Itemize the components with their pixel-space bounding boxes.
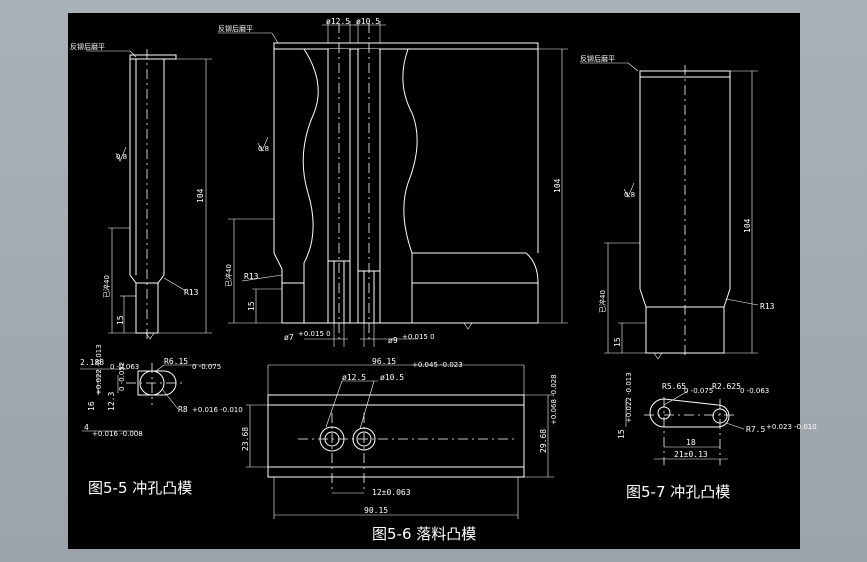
- dim-left-4-tol: +0.016 -0.008: [92, 430, 143, 438]
- note-left: 反铆后磨平: [70, 42, 105, 51]
- dim-center-9015: 90.15: [364, 506, 388, 515]
- dim-left-r615-tol: 0 -0.075: [192, 363, 221, 371]
- dim-center-d125b: ø12.5: [342, 373, 366, 382]
- roughness-icon: [623, 182, 635, 198]
- dim-left-16-tol: +0.022 -0.013: [95, 344, 103, 395]
- dim-left-40: 已淬40: [102, 275, 111, 298]
- note-center: 反铆后磨平: [218, 24, 253, 33]
- dim-center-104: 104: [553, 178, 562, 193]
- dim-left-16: 16: [87, 401, 96, 411]
- roughness-left: 0.8: [116, 153, 127, 161]
- roughness-center: 0.8: [258, 145, 269, 153]
- dim-right-15b-tol: +0.022 -0.013: [625, 372, 633, 423]
- dim-left-104: 104: [196, 188, 205, 203]
- dim-right-15: 15: [613, 337, 622, 347]
- dim-left-2188-tol: 0 -0.063: [110, 363, 139, 371]
- roughness-right: 0.8: [624, 191, 635, 199]
- dim-right-40: 已淬40: [598, 290, 607, 313]
- note-right: 反铆后磨平: [580, 54, 615, 63]
- dim-center-40: 已淬40: [224, 264, 233, 287]
- fig56-plan-view: 96.15 +0.045 -0.023 ø12.5 ø10.5 23.68 29…: [241, 357, 558, 543]
- dim-left-15: 15: [116, 315, 125, 325]
- drawing-canvas[interactable]: 反铆后磨平 104 已淬40 15 R13 0.8 2.188 0 -0.063: [68, 13, 817, 549]
- fig55-front-view: 反铆后磨平 104 已淬40 15 R13 0.8: [70, 42, 212, 343]
- dim-center-15: 15: [247, 301, 256, 311]
- roughness-icon: [257, 136, 269, 152]
- dim-center-9615: 96.15: [372, 357, 396, 366]
- dim-right-21: 21±0.13: [674, 450, 708, 459]
- dim-center-d7: ø7: [284, 333, 294, 342]
- datum-triangle-icon: [145, 332, 155, 340]
- dim-left-2188: 2.188: [80, 358, 104, 367]
- dim-right-18: 18: [686, 438, 696, 447]
- dim-center-12: 12±0.063: [372, 488, 411, 497]
- dim-center-2968-tol: +0.068 -0.028: [550, 374, 558, 425]
- dim-center-d9-tol: +0.015 0: [402, 333, 435, 341]
- dim-right-r2625: R2.625: [712, 382, 741, 391]
- dim-center-2968: 29.68: [539, 429, 548, 453]
- dim-right-r13: R13: [760, 302, 775, 311]
- datum-triangle-icon: [463, 322, 473, 330]
- caption-fig57: 图5-7 冲孔凸模: [626, 483, 730, 501]
- dim-right-104: 104: [743, 218, 752, 233]
- fig57-end-view: R5.65 0 -0.075 R2.625 0 -0.063 15 +0.022…: [617, 372, 817, 501]
- dim-center-9615-tol: +0.045 -0.023: [412, 361, 463, 369]
- dim-left-r13: R13: [184, 288, 199, 297]
- dim-center-d105b: ø10.5: [380, 373, 404, 382]
- caption-fig55: 图5-5 冲孔凸模: [88, 479, 192, 497]
- fig55-end-view: 2.188 0 -0.063 R6.15 0 -0.075 R8 +0.016 …: [80, 344, 243, 497]
- drawing-svg: 反铆后磨平 104 已淬40 15 R13 0.8 2.188 0 -0.063: [70, 17, 817, 543]
- dim-right-15b: 15: [617, 429, 626, 439]
- dim-left-123-tol: 0 -0.052: [118, 362, 126, 391]
- datum-triangle-icon: [653, 352, 663, 360]
- dim-left-r8: R8: [178, 405, 188, 414]
- dim-center-d105: ø10.5: [356, 17, 380, 26]
- fig57-front-view: 反铆后磨平 104 已淬40 15 R13 0.8: [580, 54, 775, 360]
- dim-center-d125: ø12.5: [326, 17, 350, 26]
- dim-right-r565-tol: 0 -0.075: [684, 387, 713, 395]
- dim-right-r2625-tol: 0 -0.063: [740, 387, 769, 395]
- dim-left-4: 4: [84, 423, 89, 432]
- dim-left-r8-tol: +0.016 -0.010: [192, 406, 243, 414]
- dim-center-d9: ø9: [388, 336, 398, 345]
- dim-right-r565: R5.65: [662, 382, 686, 391]
- caption-fig56: 图5-6 落料凸模: [372, 525, 476, 543]
- dim-right-r75-tol: +0.023 -0.010: [766, 423, 817, 431]
- roughness-icon: [115, 146, 127, 162]
- dim-left-123: 12.3: [107, 392, 116, 411]
- dim-left-r615: R6.15: [164, 357, 188, 366]
- fig56-section-view: 反铆后磨平 ø12.5: [218, 17, 568, 347]
- dim-center-r13: R13: [244, 272, 259, 281]
- dim-right-r75: R7.5: [746, 425, 765, 434]
- dim-center-2368: 23.68: [241, 427, 250, 451]
- dim-center-d7-tol: +0.015 0: [298, 330, 331, 338]
